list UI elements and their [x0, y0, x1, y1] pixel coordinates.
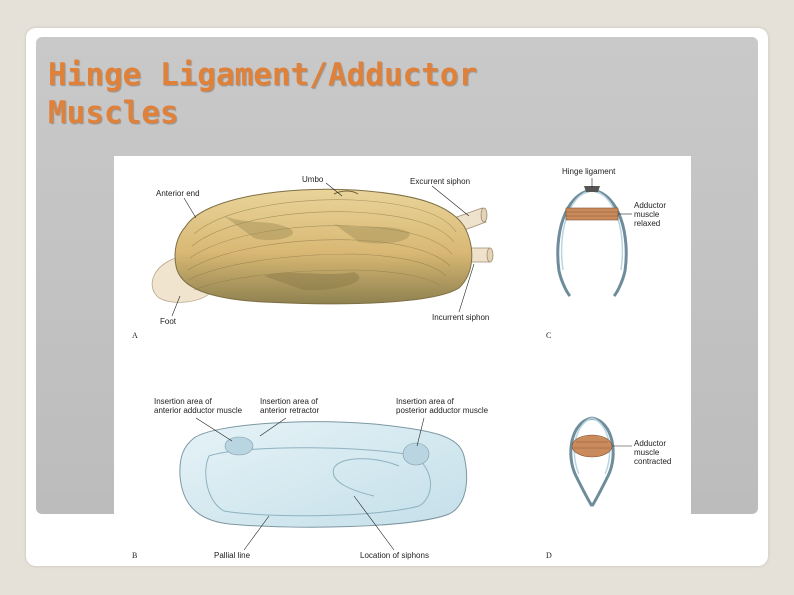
shell-valves-open	[556, 188, 628, 298]
label-ins-ant-adductor-1: Insertion area of	[154, 397, 213, 406]
label-umbo: Umbo	[302, 175, 324, 184]
shell-valves-closed	[569, 416, 615, 507]
label-ins-post-adductor-2: posterior adductor muscle	[396, 406, 489, 415]
panel-letter-a: A	[132, 331, 138, 340]
label-adductor-c-3: relaxed	[634, 219, 660, 228]
panel-letter-c: C	[546, 331, 551, 340]
inner-shell-outline	[179, 421, 468, 528]
pallial-line-shape	[205, 447, 431, 517]
label-hinge-ligament: Hinge ligament	[562, 167, 616, 176]
label-excurrent-siphon: Excurrent siphon	[410, 177, 470, 186]
slide-title: Hinge Ligament/Adductor Muscles	[48, 56, 688, 132]
panel-d-contracted-section: Adductor muscle contracted D	[546, 416, 671, 560]
posterior-adductor-scar	[402, 442, 430, 466]
panel-letter-b: B	[132, 551, 137, 560]
panel-a-external-view: Umbo Excurrent siphon Anterior end Foot …	[132, 175, 494, 340]
label-foot: Foot	[160, 317, 177, 326]
shell-outline	[174, 188, 473, 305]
label-adductor-d-2: muscle	[634, 448, 660, 457]
label-ins-post-adductor-1: Insertion area of	[396, 397, 455, 406]
growth-rings	[187, 199, 457, 291]
label-incurrent-siphon: Incurrent siphon	[432, 313, 489, 322]
adductor-muscle-relaxed	[565, 207, 619, 221]
label-ins-ant-retractor-2: anterior retractor	[260, 406, 319, 415]
label-anterior-end: Anterior end	[156, 189, 200, 198]
panel-c-relaxed-section: Hinge ligament Adductor muscle relaxed C	[546, 167, 666, 340]
panel-letter-d: D	[546, 551, 552, 560]
label-ins-ant-adductor-2: anterior adductor muscle	[154, 406, 243, 415]
label-location-of-siphons: Location of siphons	[360, 551, 429, 560]
clam-anatomy-figure: Umbo Excurrent siphon Anterior end Foot …	[114, 156, 691, 565]
panel-b-internal-view: Insertion area of anterior adductor musc…	[132, 397, 489, 560]
label-pallial-line: Pallial line	[214, 551, 251, 560]
label-ins-ant-retractor-1: Insertion area of	[260, 397, 319, 406]
clam-anatomy-illustration: Umbo Excurrent siphon Anterior end Foot …	[132, 167, 671, 560]
label-adductor-d-1: Adductor	[634, 439, 666, 448]
slide-title-line-2: Muscles	[48, 95, 179, 131]
slide-title-line-1: Hinge Ligament/Adductor	[48, 57, 478, 93]
label-adductor-c-1: Adductor	[634, 201, 666, 210]
label-adductor-c-2: muscle	[634, 210, 660, 219]
label-adductor-d-3: contracted	[634, 457, 671, 466]
anterior-adductor-scar	[224, 436, 254, 456]
adductor-muscle-contracted	[571, 434, 613, 458]
